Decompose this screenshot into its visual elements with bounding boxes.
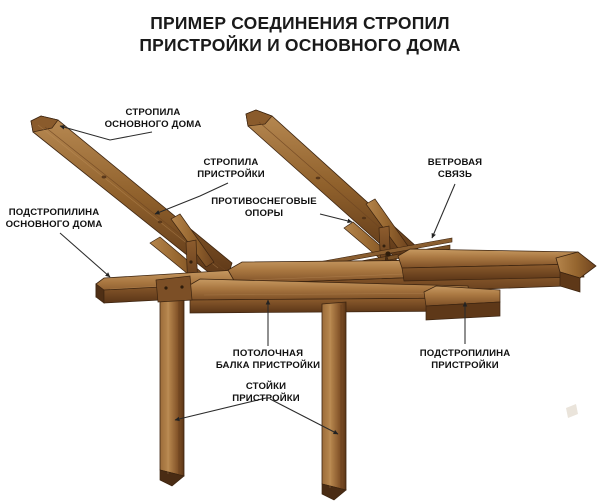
leader-anti-snow-supports (319, 213, 353, 224)
leader-rafters-extension (154, 182, 229, 215)
label-anti-snow-supports: ПРОТИВОСНЕГОВЫЕ ОПОРЫ (211, 196, 317, 219)
label-posts-extension: СТОЙКИ ПРИСТРОЙКИ (232, 381, 300, 404)
post-head-bracket (155, 275, 193, 303)
label-underpurlin-extension: ПОДСТРОПИЛИНА ПРИСТРОЙКИ (419, 348, 511, 371)
leader-posts-left (174, 397, 267, 422)
eave-overhang-right (555, 251, 597, 293)
post-extension-left (159, 295, 185, 487)
leader-posts-right (269, 398, 339, 435)
label-ceiling-beam-extension: ПОТОЛОЧНАЯ БАЛКА ПРИСТРОЙКИ (215, 348, 321, 371)
label-underpurlin-main-house: ПОДСТРОПИЛИНА ОСНОВНОГО ДОМА (5, 207, 103, 230)
leader-rafters-main-house (59, 124, 153, 141)
main-house-rafter-group (30, 115, 237, 304)
top-plate-rear (397, 248, 585, 282)
beam-bracket-center (423, 285, 501, 321)
ground-shadow-mark (566, 404, 578, 418)
leader-lines (59, 124, 468, 435)
leader-underpurlin-main-house (59, 232, 111, 278)
page-title: ПРИМЕР СОЕДИНЕНИЯ СТРОПИЛ ПРИСТРОЙКИ И О… (139, 13, 461, 56)
leader-wind-bracing (431, 183, 456, 239)
label-wind-bracing: ВЕТРОВАЯ СВЯЗЬ (427, 157, 483, 180)
post-extension-right (321, 301, 347, 501)
label-rafters-main-house: СТРОПИЛА ОСНОВНОГО ДОМА (104, 107, 202, 130)
label-rafters-extension: СТРОПИЛА ПРИСТРОЙКИ (197, 157, 265, 180)
